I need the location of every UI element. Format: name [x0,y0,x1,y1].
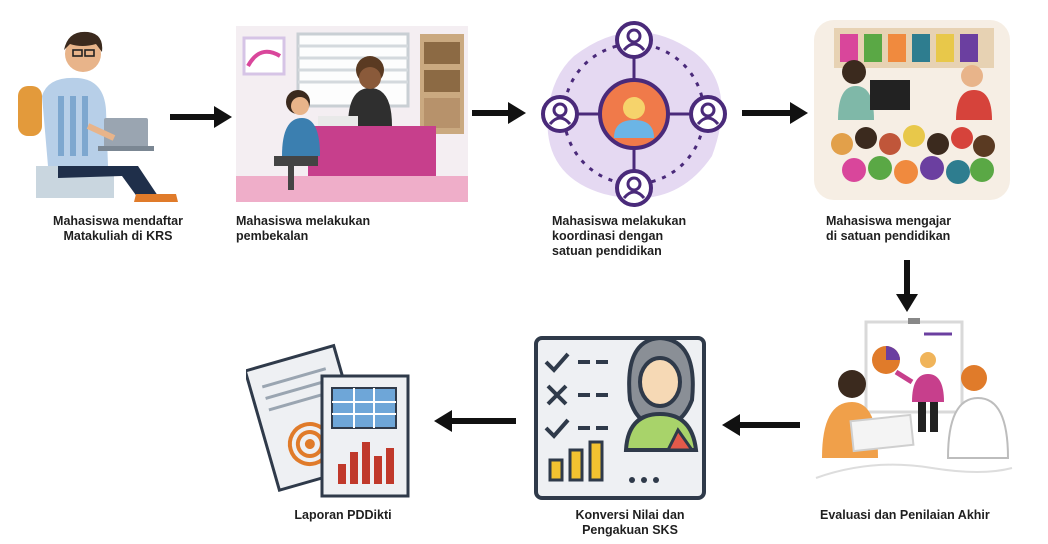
checklist-teacher-icon [534,335,706,500]
arrow-left-icon [434,410,516,432]
network-people-icon [541,21,727,207]
presentation-icon [815,318,1013,479]
caption-krs: Mahasiswa mendaftar Matakuliah di KRS [53,214,183,243]
classroom-icon [814,20,1010,200]
caption-koordinasi: Mahasiswa melakukan koordinasi dengan sa… [552,214,687,258]
caption-laporan: Laporan PDDikti [294,508,392,522]
office-meeting-icon [236,26,468,202]
caption-konversi: Konversi Nilai dan Pengakuan SKS [575,508,685,537]
arrow-down-icon [896,260,918,312]
arrow-right-icon [170,106,232,128]
arrow-right-icon [742,102,808,124]
caption-mengajar: Mahasiswa mengajar di satuan pendidikan [826,214,952,243]
report-documents-icon [246,343,410,498]
caption-pembekalan: Mahasiswa melakukan pembekalan [236,214,371,243]
laptop-student-icon [18,31,178,202]
caption-evaluasi: Evaluasi dan Penilaian Akhir [820,508,990,522]
arrow-left-icon [722,414,800,436]
arrow-right-icon [472,102,526,124]
